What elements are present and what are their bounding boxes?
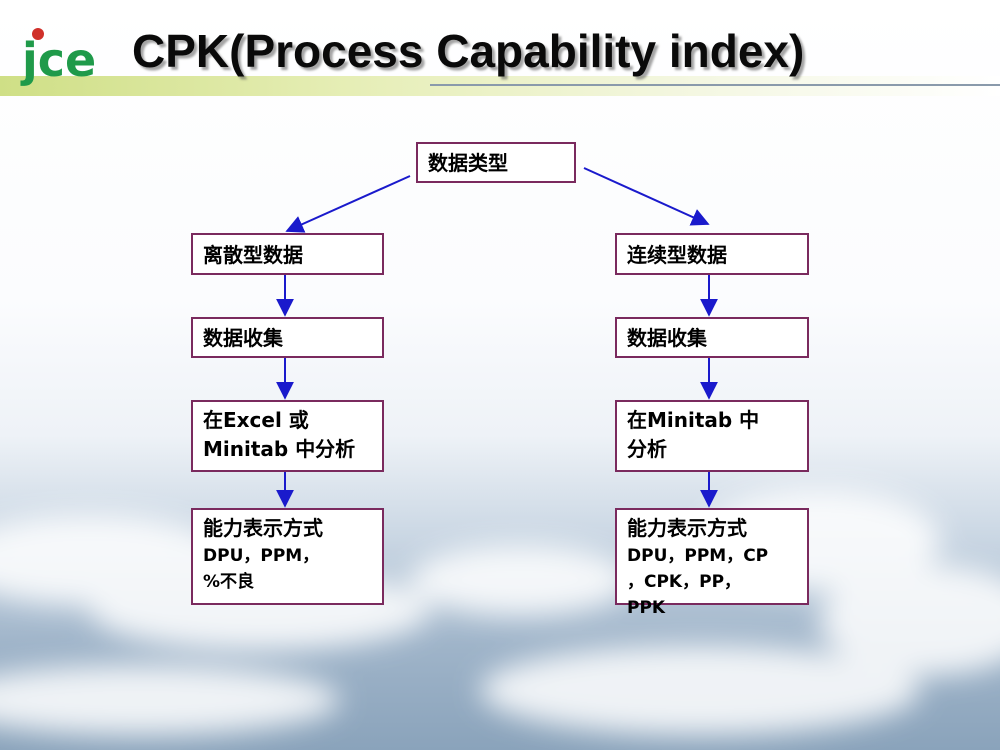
node-left-expression-title: 能力表示方式	[203, 516, 323, 540]
slide-header: jce CPK(Process Capability index)	[0, 0, 1000, 100]
node-left-analysis-line1: 在Excel 或	[203, 408, 309, 432]
node-discrete-data: 离散型数据	[191, 233, 384, 275]
node-data-type: 数据类型	[416, 142, 576, 183]
jce-logo: jce	[20, 28, 96, 86]
node-right-expression-line2: ，CPK，PP，	[627, 572, 742, 592]
svg-text:jce: jce	[20, 33, 96, 86]
arrow-root-to-left	[285, 175, 411, 233]
node-left-analysis: 在Excel 或 Minitab 中分析	[191, 400, 384, 472]
node-left-data-collection-label: 数据收集	[203, 326, 283, 350]
node-right-expression-line3: PPK	[627, 598, 666, 618]
node-right-expression-line1: DPU，PPM，CP	[627, 546, 769, 566]
node-left-expression-line2: %不良	[203, 572, 255, 592]
node-left-expression-line1: DPU，PPM，	[203, 546, 320, 566]
node-continuous-data: 连续型数据	[615, 233, 809, 275]
node-right-capability-expression: 能力表示方式 DPU，PPM，CP ，CPK，PP， PPK	[615, 508, 809, 618]
node-left-capability-expression: 能力表示方式 DPU，PPM， %不良	[191, 508, 384, 605]
node-data-type-label: 数据类型	[428, 151, 508, 175]
node-left-analysis-line2: Minitab 中分析	[203, 437, 356, 461]
node-right-data-collection-label: 数据收集	[627, 326, 707, 350]
header-divider	[430, 84, 1000, 86]
slide-title: CPK(Process Capability index)	[132, 25, 805, 77]
node-continuous-data-label: 连续型数据	[627, 243, 727, 267]
node-discrete-data-label: 离散型数据	[203, 243, 303, 267]
header-band	[0, 76, 1000, 96]
node-right-analysis-line1: 在Minitab 中	[627, 408, 760, 432]
node-right-analysis-line2: 分析	[627, 437, 667, 461]
node-right-expression-title: 能力表示方式	[627, 516, 747, 540]
node-right-data-collection: 数据收集	[615, 317, 809, 358]
node-right-analysis: 在Minitab 中 分析	[615, 400, 809, 472]
node-left-data-collection: 数据收集	[191, 317, 384, 358]
arrow-root-to-right	[583, 167, 710, 226]
